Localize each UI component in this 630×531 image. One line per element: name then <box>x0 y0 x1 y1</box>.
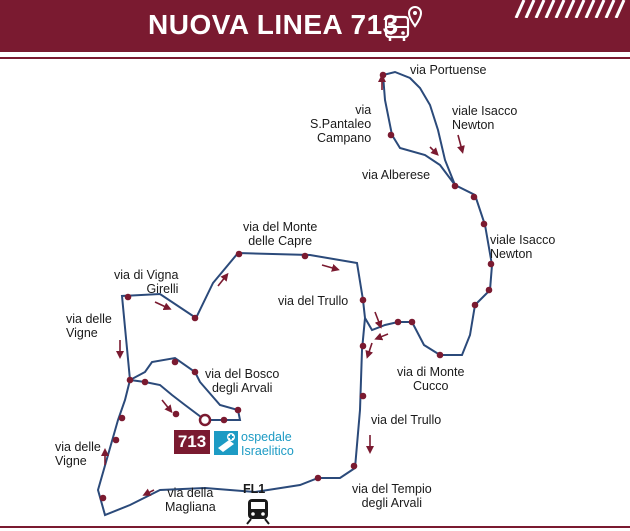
bus-stop-icon <box>384 6 422 41</box>
decorative-stripes <box>514 0 626 18</box>
terminus-stop <box>198 413 212 427</box>
label-via-alberese: via Alberese <box>362 168 431 182</box>
hospital-icon <box>214 431 238 455</box>
bottom-rule <box>0 526 630 528</box>
train-icon <box>246 499 270 525</box>
header-bar: NUOVA LINEA 713 <box>0 0 630 52</box>
route-line-south <box>96 317 366 517</box>
line-number-badge: 713 <box>174 430 210 454</box>
direction-arrows <box>101 74 465 496</box>
top-rule <box>0 57 630 59</box>
stop-dots <box>99 71 495 502</box>
label-via-portuense: via Portuense <box>410 63 487 77</box>
label-via-del-trullo-1: via del Trullo <box>278 294 349 308</box>
label-via-del-trullo-2: via del Trullo <box>371 413 442 427</box>
rail-line-label: FL1 <box>243 482 266 496</box>
page-title: NUOVA LINEA 713 <box>148 9 399 40</box>
